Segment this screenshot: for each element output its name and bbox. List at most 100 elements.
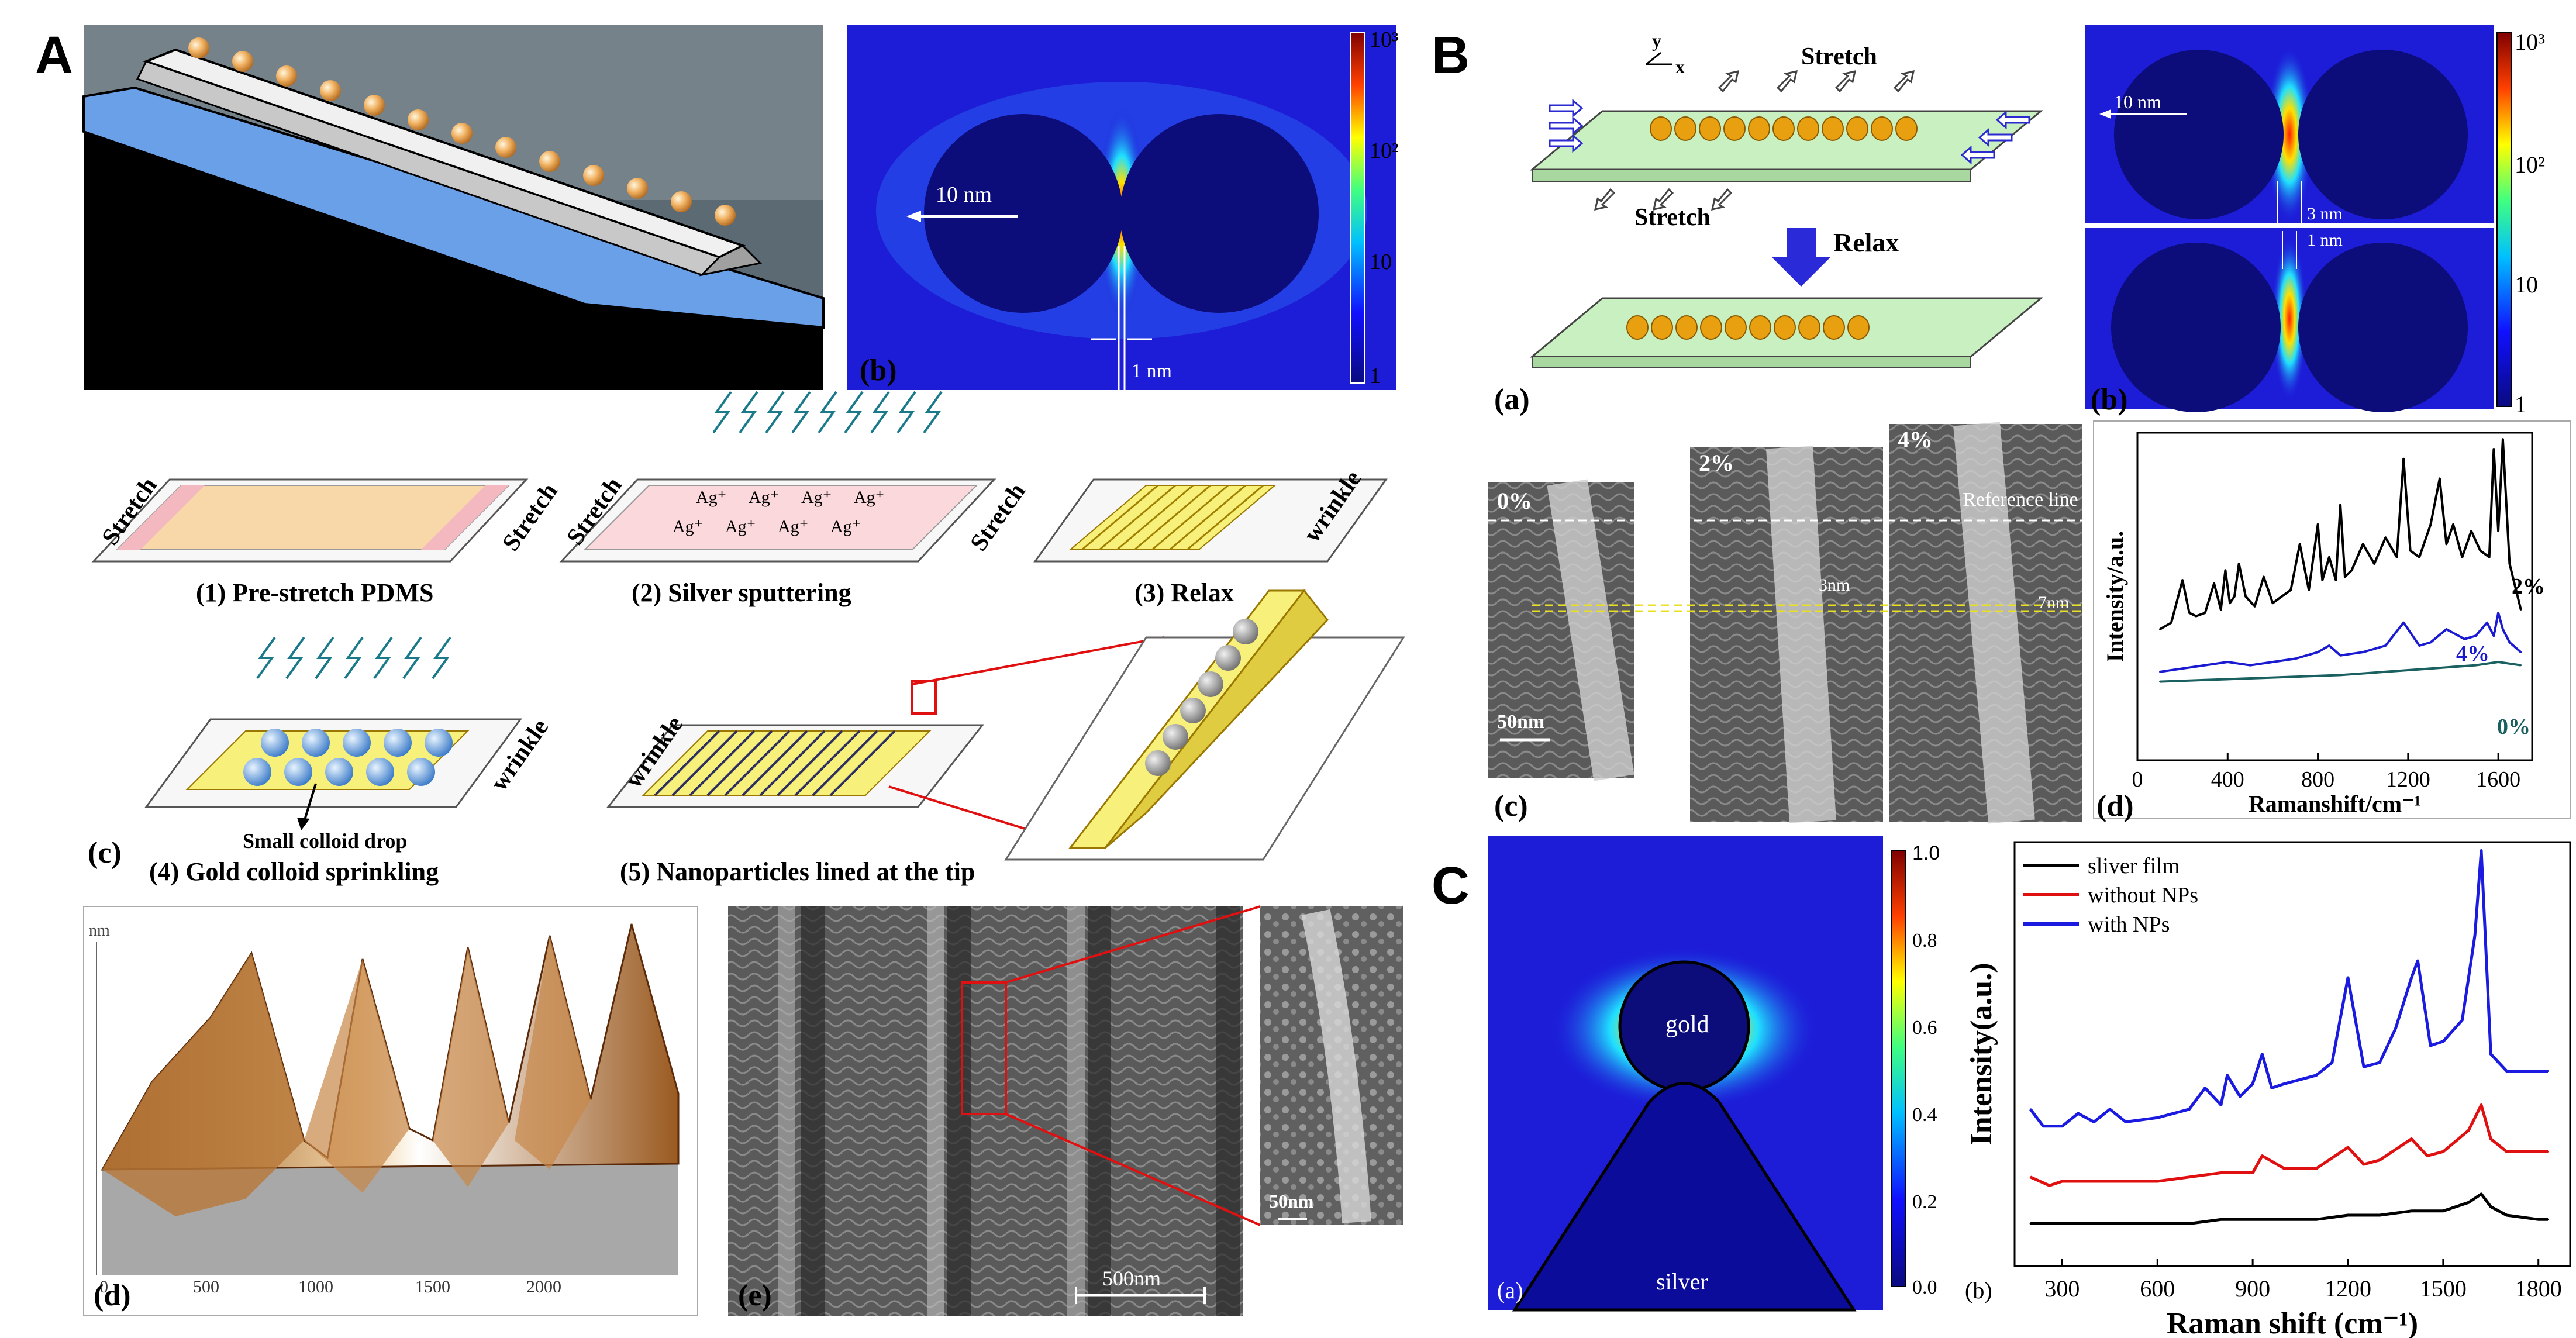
data-point [2480, 1193, 2482, 1195]
data-point [2317, 523, 2319, 526]
a-e-inset-scale: 50nm [1269, 1191, 1314, 1212]
data-point [2350, 569, 2353, 571]
b-a-axis-y: y [1652, 30, 1661, 51]
lined-spheres [1145, 619, 1258, 776]
data-point [2239, 1095, 2241, 1098]
a-b-cbar-1: 10² [1370, 139, 1398, 163]
series-line-without-nps [2030, 1103, 2548, 1187]
data-point [2331, 1061, 2333, 1064]
data-point [2188, 1223, 2191, 1225]
c-a-gold: gold [1665, 1011, 1709, 1038]
data-point [2251, 1082, 2254, 1085]
step-4-caption: (4) Gold colloid sprinkling [149, 857, 439, 886]
data-point [2445, 628, 2447, 630]
data-point [2505, 1070, 2508, 1072]
x-tick-label: 1200 [2325, 1275, 2371, 1302]
data-point [2159, 681, 2161, 683]
data-point [2363, 1065, 2365, 1068]
b-b-field-maps: 10 nm 3 nm 1 nm 10³ 10² 10 1 (b) [2085, 25, 2545, 418]
b-d-label: (d) [2096, 789, 2134, 823]
data-point [2394, 1027, 2396, 1030]
plot-frame [2013, 841, 2571, 1267]
b-a-stretch-top: Stretch [1801, 43, 1877, 70]
data-point [2502, 438, 2504, 440]
data-point [2426, 1155, 2429, 1157]
b-a-particles-stretched [1650, 116, 1918, 141]
data-point [2271, 602, 2274, 604]
b-b-gap-top: 3 nm [2307, 204, 2343, 223]
data-point [2249, 677, 2251, 680]
b-a-axis-x: x [1675, 56, 1685, 77]
data-point [2378, 1159, 2381, 1161]
data-point [2537, 1150, 2540, 1153]
data-point [2470, 530, 2472, 532]
data-point [2061, 1223, 2063, 1225]
data-point [2226, 1074, 2229, 1077]
data-point [2156, 1180, 2158, 1182]
ag-ion-2: Ag⁺ [749, 488, 780, 507]
x-tick-label: 900 [2235, 1275, 2270, 1302]
ag-ion-6: Ag⁺ [725, 517, 756, 536]
data-point [2170, 622, 2172, 624]
data-point [2475, 664, 2477, 667]
b-c-frame-0: 0% [1497, 488, 1532, 514]
data-point [2334, 579, 2337, 581]
data-point [2347, 977, 2349, 979]
c-b-label: (b) [1965, 1277, 1992, 1303]
data-point [2244, 595, 2247, 598]
b-c-ref-line: Reference line [1963, 489, 2078, 511]
b-a-stretch-arrows [1594, 70, 1915, 211]
c-a-cbar-4: 0.2 [1912, 1191, 1937, 1213]
y-axis-label: Intensity/a.u. [2102, 531, 2128, 663]
data-point [2238, 563, 2240, 565]
a-e-sem: 500nm (e) 50nm [728, 905, 1403, 1316]
data-point [2418, 556, 2420, 558]
data-point [2204, 664, 2206, 667]
y-axis-label: Intensity(a.u.) [1965, 963, 1998, 1145]
legend-label: with NPs [2088, 912, 2170, 937]
data-point [2029, 1108, 2032, 1111]
colloid-drops [243, 729, 453, 786]
b-a-relax: Relax [1833, 227, 1899, 257]
data-point [2429, 667, 2432, 670]
data-point [2475, 634, 2477, 637]
c-a-cbar-5: 0.0 [1912, 1277, 1937, 1298]
ag-ion-4: Ag⁺ [854, 488, 885, 507]
data-point [2159, 628, 2161, 630]
drop-label: Small colloid drop [243, 829, 407, 853]
a-b-gap-label: 1 nm [1132, 360, 1172, 382]
data-point [2328, 644, 2330, 647]
data-point [2188, 1108, 2191, 1111]
data-point [2489, 1053, 2492, 1055]
data-point [2195, 615, 2197, 618]
data-point [2042, 1125, 2044, 1127]
data-point [2181, 579, 2184, 581]
c-a-cbar-0: 1.0 [1912, 842, 1940, 864]
data-point [2411, 1138, 2413, 1140]
step-1-caption: (1) Pre-stretch PDMS [196, 578, 433, 607]
x-axis-label: Raman shift (cm⁻¹) [2167, 1307, 2418, 1338]
data-point [2373, 563, 2375, 565]
a-d-tick-0: 0 [99, 1277, 108, 1296]
data-point [2261, 1053, 2263, 1055]
b-c-frame-2: 4% [1898, 426, 1933, 453]
data-point [2125, 1223, 2127, 1225]
data-point [2505, 1150, 2508, 1153]
data-point [2125, 1180, 2127, 1182]
data-point [2520, 608, 2522, 611]
data-point [2299, 543, 2301, 545]
data-point [2220, 608, 2222, 611]
a-e-scale: 500nm [1102, 1267, 1161, 1290]
series-label: 4% [2456, 642, 2489, 666]
c-a-field-map: gold silver (a) 1.0 0.8 0.6 0.4 0.2 0.0 [1488, 836, 1940, 1312]
a-d-tick-2: 1000 [298, 1277, 333, 1296]
a-d-label: (d) [94, 1279, 131, 1312]
data-point [2061, 1180, 2063, 1182]
data-point [2463, 638, 2465, 640]
ag-ion-3: Ag⁺ [801, 488, 832, 507]
b-c-sem-triplet: 0% 2% 4% 3nm 7nm Reference line 50nm (c) [1488, 422, 2082, 824]
x-axis-label: Ramanshift/cm⁻¹ [2249, 791, 2421, 817]
data-point [2402, 622, 2405, 624]
data-point [2347, 1214, 2349, 1216]
